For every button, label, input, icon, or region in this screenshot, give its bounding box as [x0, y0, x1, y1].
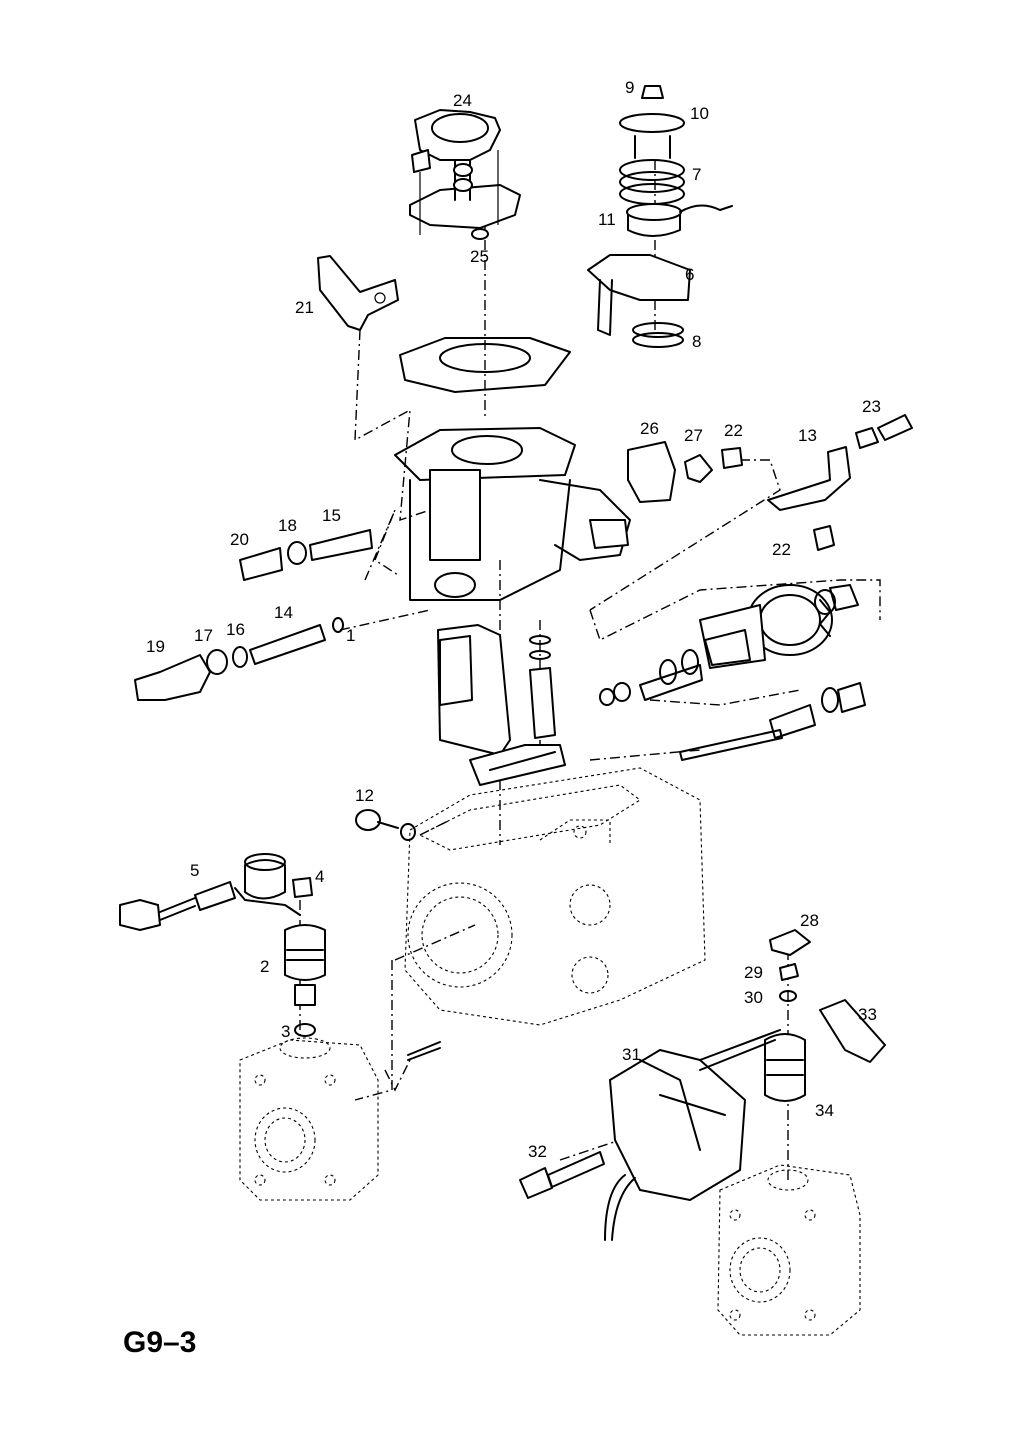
- part-6-lever: [587, 254, 691, 301]
- part-4-nut: [292, 877, 313, 898]
- part-30-washer: [779, 990, 797, 1002]
- callout-6: 6: [685, 265, 694, 284]
- callout-17: 17: [194, 626, 213, 645]
- part-13-lever: [767, 414, 913, 551]
- part-24-cover-assembly: [409, 109, 521, 240]
- parts-28-34: [519, 929, 886, 1241]
- callout-19: 19: [146, 637, 165, 656]
- part-stack-6-11: [587, 85, 733, 348]
- callout-10: 10: [690, 104, 709, 123]
- sheet-code: G9–3: [123, 1326, 196, 1359]
- callout-16: 16: [226, 620, 245, 639]
- part-1-oring: [332, 617, 344, 633]
- callout-2: 2: [260, 957, 269, 976]
- callout-8: 8: [692, 332, 701, 351]
- callout-32: 32: [528, 1142, 547, 1161]
- callout-9: 9: [625, 78, 634, 97]
- part-21-bracket: [317, 255, 399, 331]
- drive-gear-assembly: [599, 584, 859, 706]
- assembly-lines: [299, 160, 881, 1180]
- part-14-stud: [249, 624, 326, 665]
- callout-20: 20: [230, 530, 249, 549]
- governor-assembly: [437, 624, 566, 786]
- part-26-plate: [627, 441, 743, 503]
- callout-14: 14: [274, 603, 293, 622]
- callout-33: 33: [858, 1005, 877, 1024]
- part-12-bolt: [355, 809, 416, 841]
- drive-shaft: [679, 682, 866, 761]
- callout-21: 21: [295, 298, 314, 317]
- callout-26: 26: [640, 419, 659, 438]
- part-16-washer: [232, 646, 248, 668]
- callout-27: 27: [684, 426, 703, 445]
- part-34-solenoid: [764, 1033, 806, 1102]
- callout-29: 29: [744, 963, 763, 982]
- part-18-nut: [287, 541, 307, 565]
- callout-25: 25: [470, 247, 489, 266]
- callout-12: 12: [355, 786, 374, 805]
- part-33-bracket: [819, 999, 886, 1063]
- stud-parts-14-20: [134, 529, 373, 701]
- part-2-solenoid: [284, 924, 326, 981]
- pump-housing: [404, 767, 706, 1026]
- part-28-clip: [769, 929, 811, 956]
- callout-23: 23: [862, 397, 881, 416]
- part-29-nut: [779, 963, 799, 981]
- part-32-bolt: [519, 1167, 553, 1199]
- callout-34: 34: [815, 1101, 834, 1120]
- part-20-cap: [239, 547, 283, 581]
- part-15-stud: [309, 529, 373, 561]
- part-3-seal: [294, 1023, 316, 1037]
- callout-11: 11: [598, 210, 616, 229]
- callout-30: 30: [744, 988, 763, 1007]
- callout-7: 7: [692, 165, 701, 184]
- part-10-washer: [619, 113, 685, 133]
- part-5-connector: [119, 899, 161, 931]
- part-8-spring: [632, 322, 684, 338]
- callout-1: 1: [346, 626, 355, 645]
- part-31-housing: [609, 1049, 746, 1201]
- callout-28: 28: [800, 911, 819, 930]
- callout-15: 15: [322, 506, 341, 525]
- callout-22-mid: 22: [772, 540, 791, 559]
- callout-labels: 24 25 9 10 7 11 6 8 21 26 27 22 23 13 22…: [146, 78, 881, 1161]
- callout-4: 4: [315, 867, 324, 886]
- callout-13: 13: [798, 426, 817, 445]
- callout-31: 31: [622, 1045, 641, 1064]
- callout-24: 24: [453, 91, 472, 110]
- solenoid-2-5: [119, 853, 326, 1037]
- callout-3: 3: [281, 1022, 290, 1041]
- callout-18: 18: [278, 516, 297, 535]
- callout-5: 5: [190, 861, 199, 880]
- part-19-sleeve: [134, 654, 211, 701]
- part-7-spring: [619, 159, 685, 181]
- pump-head: [394, 337, 631, 601]
- part-17-nut: [206, 649, 228, 675]
- callout-22-top: 22: [724, 421, 743, 440]
- lower-left-flange: [239, 1037, 441, 1201]
- part-9-nut: [641, 85, 664, 99]
- lower-right-flange: [717, 1164, 861, 1336]
